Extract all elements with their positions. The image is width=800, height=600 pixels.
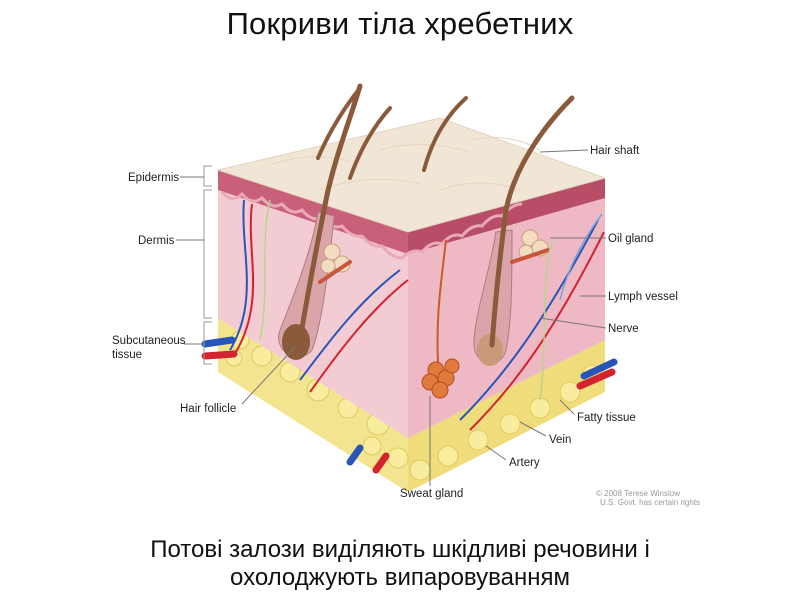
vessel-ends (201, 336, 618, 474)
label-sweat-gland: Sweat gland (400, 488, 463, 500)
sweat-gland-coil (421, 358, 460, 399)
slide-title: Покриви тіла хребетних (226, 6, 574, 41)
hair-bulb-2 (477, 334, 503, 366)
label-epidermis: Epidermis (128, 172, 179, 184)
hair-bulb-1 (282, 324, 310, 360)
label-artery: Artery (509, 457, 540, 469)
caption-line-1: Потові залози виділяють шкідливі речовин… (150, 536, 650, 563)
label-dermis: Dermis (138, 235, 175, 247)
hair-shaft-1 (297, 83, 363, 343)
hair-shaft-4 (422, 96, 468, 172)
copyright-rights: U.S. Govt. has certain rights (600, 498, 700, 507)
leader-lines (176, 149, 607, 486)
label-oil-gland: Oil gland (608, 233, 653, 245)
label-hair-shaft: Hair shaft (590, 145, 640, 157)
lymph-vessels (559, 213, 603, 301)
slide-caption: Потові залози виділяють шкідливі речовин… (0, 536, 800, 592)
oil-gland-1 (320, 243, 351, 274)
hair-shaft-3 (316, 86, 362, 160)
sweat-duct (436, 239, 447, 363)
caption-line-2: охолоджують випаровуванням (230, 564, 570, 591)
dermal-papillae (220, 190, 523, 260)
label-fatty-tissue: Fatty tissue (577, 412, 636, 424)
label-vein: Vein (549, 434, 571, 446)
arrector-muscles (318, 248, 550, 284)
epidermis-layer-left (218, 170, 408, 254)
label-subcutaneous: Subcutaneous (112, 335, 186, 347)
veins (229, 199, 599, 421)
hair-shaft-2 (489, 95, 575, 348)
layer-brackets (203, 165, 212, 365)
label-subcutaneous-tissue: tissue (112, 349, 142, 361)
label-hair-follicle: Hair follicle (180, 403, 236, 415)
copyright-credit: © 2008 Terese Winslow (596, 489, 680, 498)
hair-shaft-5 (348, 106, 392, 180)
label-nerve: Nerve (608, 323, 639, 335)
arteries (235, 203, 605, 431)
nerves (259, 199, 553, 401)
label-lymph-vessel: Lymph vessel (608, 291, 678, 303)
